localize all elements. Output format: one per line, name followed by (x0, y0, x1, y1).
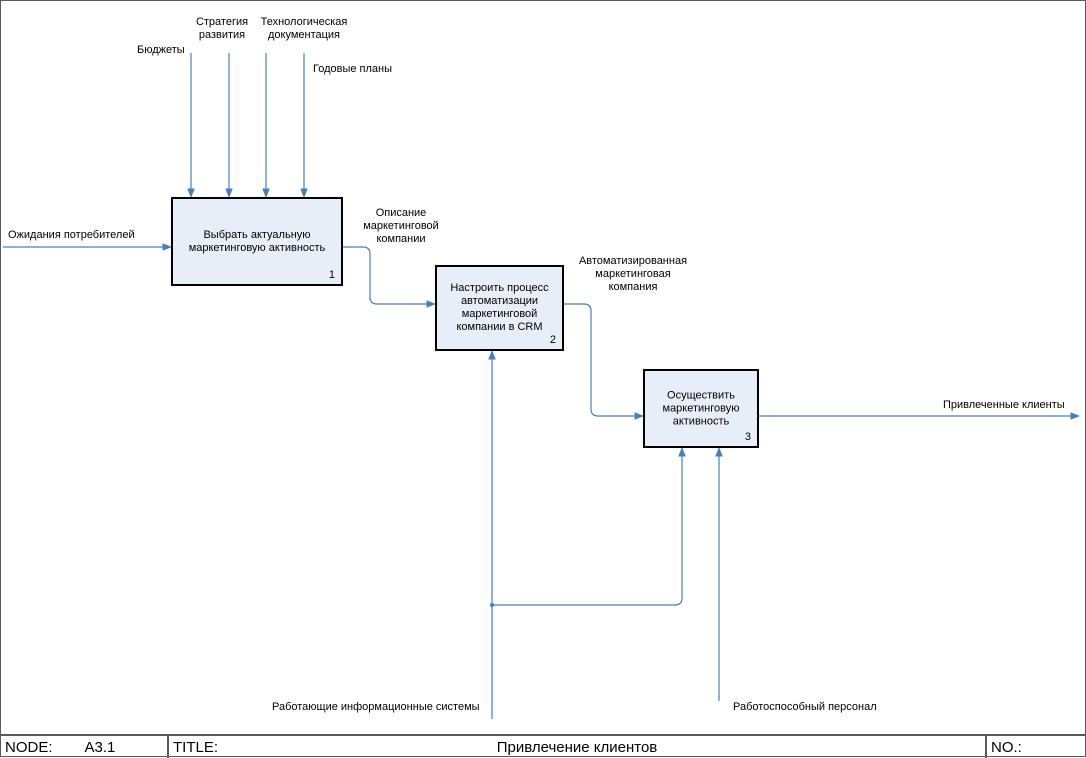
footer-title-value: Привлечение клиентов (496, 738, 658, 756)
footer-node-value: A3.1 (84, 738, 116, 756)
footer-no-cell: NO.: (987, 736, 1086, 758)
flow-arrow-1-2 (342, 246, 436, 308)
footer-title-label: TITLE: (173, 738, 219, 756)
activity-box-2-number: 2 (549, 334, 556, 346)
activity-box-2: Настроить процесс автоматизации маркетин… (435, 265, 564, 351)
control-label-strategy: Стратегия развития (195, 16, 249, 41)
flow-label-automated-campaign: Автоматизированная маркетинговая компани… (578, 255, 688, 293)
footer-node-cell: NODE: A3.1 (1, 736, 169, 758)
mechanism-branch-info-systems (492, 447, 686, 606)
diagram-footer: NODE: A3.1 TITLE: Привлечение клиентов N… (1, 734, 1086, 758)
footer-no-label: NO.: (991, 738, 1022, 756)
activity-box-3-number: 3 (744, 431, 751, 443)
junction-dot (490, 603, 494, 607)
control-label-annual-plans: Годовые планы (313, 63, 393, 75)
activity-box-2-title: Настроить процесс автоматизации маркетин… (450, 282, 549, 333)
activity-box-3: Осуществить маркетинговую активность 3 (643, 369, 759, 448)
control-label-tech-docs: Технологическая документация (260, 16, 348, 41)
activity-box-1-title: Выбрать актуальную маркетинговую активно… (188, 228, 326, 254)
input-label-expectations: Ожидания потребителей (8, 229, 135, 241)
mechanism-label-info-systems: Работающие информационные системы (272, 701, 480, 713)
mechanism-label-staff: Работоспособный персонал (733, 701, 877, 713)
flow-arrow-2-3 (563, 303, 644, 420)
footer-title-cell: TITLE: Привлечение клиентов (169, 736, 987, 758)
activity-box-1: Выбрать актуальную маркетинговую активно… (171, 197, 343, 286)
output-label-clients: Привлеченные клиенты (943, 399, 1065, 411)
flow-label-campaign-description: Описание маркетинговой компании (363, 207, 439, 245)
control-label-budgets: Бюджеты (137, 44, 185, 56)
activity-box-1-number: 1 (328, 269, 335, 281)
footer-node-label: NODE: (5, 738, 53, 756)
activity-box-3-title: Осуществить маркетинговую активность (662, 389, 740, 427)
